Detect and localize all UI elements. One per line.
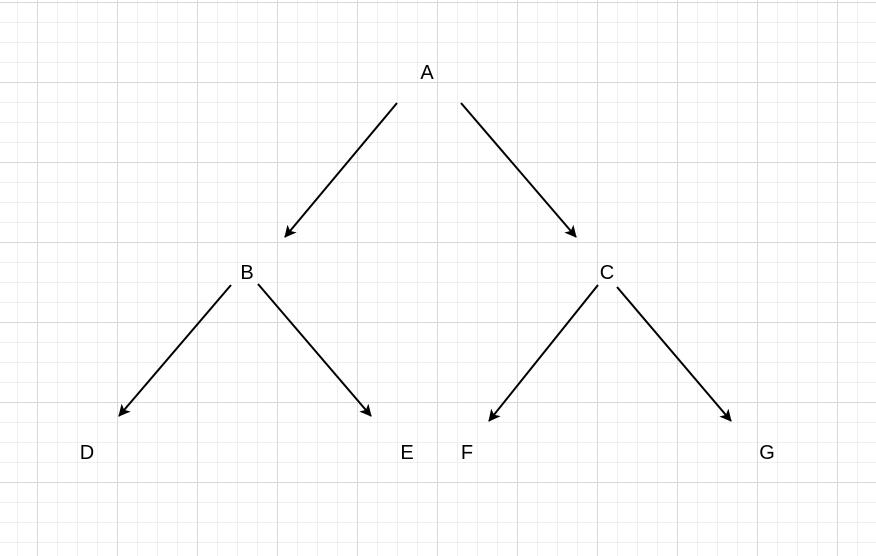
node-c[interactable]: C xyxy=(599,262,615,284)
edge-a-b[interactable] xyxy=(284,102,398,238)
node-g[interactable]: G xyxy=(759,442,775,464)
edge-b-e[interactable] xyxy=(257,283,372,417)
node-e[interactable]: E xyxy=(400,442,414,464)
edge-c-f[interactable] xyxy=(488,284,599,422)
node-f[interactable]: F xyxy=(460,442,474,464)
edge-b-d[interactable] xyxy=(118,284,232,417)
node-b[interactable]: B xyxy=(240,262,254,284)
edge-c-g[interactable] xyxy=(616,286,732,422)
edge-a-c[interactable] xyxy=(460,102,577,238)
node-d[interactable]: D xyxy=(79,442,95,464)
node-a[interactable]: A xyxy=(420,62,434,84)
